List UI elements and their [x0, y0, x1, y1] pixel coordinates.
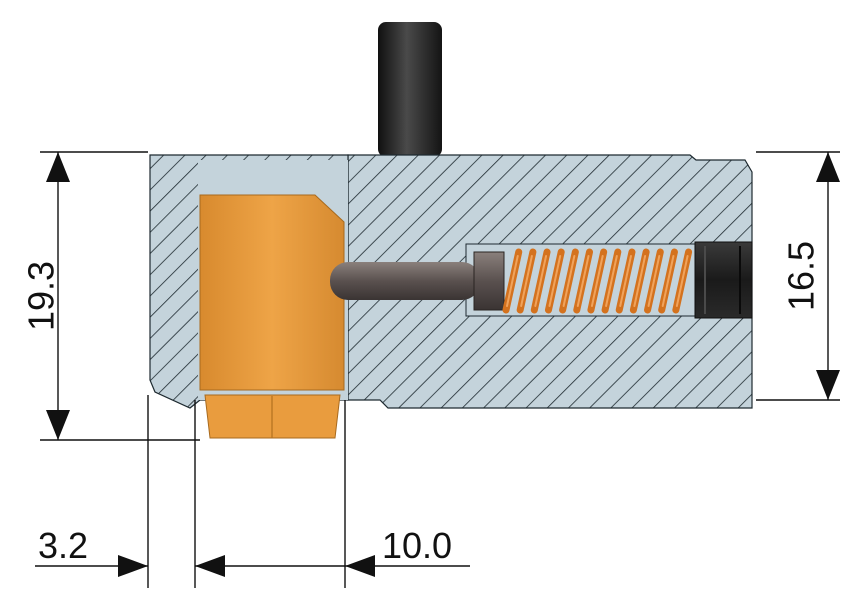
dim-overall-height: 19.3 [21, 261, 62, 331]
spring-coil-highlight [675, 255, 689, 307]
dim-width: 10.0 [382, 525, 452, 566]
brass-insert [199, 194, 345, 439]
spring-coil-highlight [605, 255, 618, 307]
spring-coil-highlight [590, 255, 604, 307]
dim-offset: 3.2 [38, 525, 88, 566]
spring-coil-highlight [661, 255, 675, 307]
threaded-cap [694, 241, 753, 319]
spring-coil-highlight [520, 255, 533, 307]
dimension-arrow-icon [46, 152, 840, 577]
spring-coil-highlight [576, 255, 590, 307]
spring-coil-highlight [562, 255, 576, 307]
spring-coil-highlight [633, 255, 647, 307]
spring-coil-highlight [534, 255, 548, 307]
spring-coil-highlight [647, 255, 661, 307]
dim-bore-height: 16.5 [781, 241, 822, 311]
top-pin [378, 22, 442, 157]
spring-coil-highlight [506, 255, 519, 307]
spring [502, 248, 693, 314]
spring-coil-highlight [548, 255, 562, 307]
plunger [330, 251, 505, 311]
spring-coil-highlight [619, 255, 632, 307]
